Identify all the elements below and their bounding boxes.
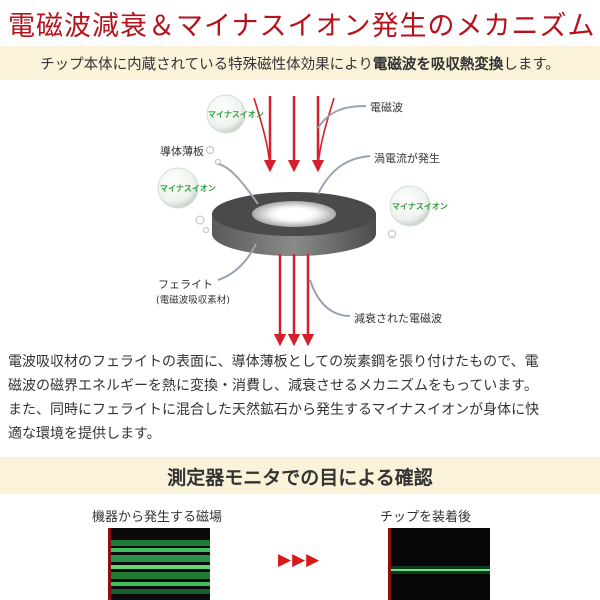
page-title: 電磁波減衰＆マイナスイオン発生のメカニズム [8, 11, 596, 42]
monitor-after-svg [388, 528, 490, 600]
label-conductor-film: 導体薄板 [160, 145, 204, 158]
wave-curve-right [317, 97, 335, 167]
noise-band-1 [108, 540, 210, 546]
subtitle: チップ本体に内蔵されている特殊磁性体効果により電磁波を吸収熱変換します。 [0, 53, 600, 74]
ion-bubble-3 [389, 185, 431, 227]
label-attenuated-wave: 減衰された電磁波 [354, 312, 442, 325]
monitor-after [388, 528, 490, 600]
ion-bubble-label-2: マイナスイオン [160, 184, 216, 193]
monitor-before-edge [108, 528, 111, 600]
subtitle-before: チップ本体に内蔵されている特殊磁性体効果により [40, 57, 373, 73]
transition-arrows: ▶▶▶ [278, 550, 321, 570]
leader-attenuated [309, 279, 351, 317]
leader-electromagnetic-wave [317, 105, 367, 129]
noise-band-2 [108, 548, 210, 552]
section-band [0, 457, 600, 494]
ion-bubble-small-4 [203, 227, 209, 233]
noise-band-6 [108, 582, 210, 586]
subtitle-bold: 電磁波を吸収熱変換 [372, 57, 504, 73]
label-ferrite-note: (電磁波吸収素材) [156, 295, 230, 306]
leader-ferrite [217, 243, 257, 281]
leader-eddy-current [317, 155, 371, 195]
leader-conductor-film [217, 163, 259, 205]
noise-band-4 [108, 565, 210, 569]
label-electromagnetic-wave: 電磁波 [370, 101, 403, 114]
ion-bubble-2 [157, 167, 199, 209]
ion-bubble-small-5 [388, 230, 396, 238]
ion-bubble-small-3 [195, 215, 205, 225]
noise-band-3 [108, 555, 210, 562]
ion-bubble-small-1 [206, 146, 214, 154]
description-line-3: また、同時にフェライトに混合した天然鉱石から発生するマイナスイオンが身体に快 [8, 402, 540, 418]
ion-bubble-label-3: マイナスイオン [392, 202, 448, 211]
label-ferrite: フェライト [158, 278, 213, 291]
ion-bubble-small-2 [215, 159, 221, 165]
eddy-ring-inner [276, 208, 312, 220]
after-caption: チップを装着後 [380, 510, 472, 525]
description-paragraph: 電波吸収材のフェライトの表面に、導体薄板としての炭素鋼を張り付けたもので、電 磁… [8, 350, 596, 446]
monitor-after-edge [388, 528, 391, 600]
mechanism-diagram: マイナスイオン マイナスイオン マイナスイオン 電磁波 導体薄板 渦電流が発生 … [0, 84, 600, 350]
section-title: 測定器モニタでの目による確認 [167, 467, 433, 489]
noise-band-7 [108, 589, 210, 594]
description-line-4: 適な環境を提供します。 [8, 426, 161, 442]
signal-line [388, 569, 490, 571]
before-caption: 機器から発生する磁場 [92, 510, 223, 525]
description-line-2: 磁波の磁界エネルギーを熱に変換・消費し、減衰させるメカニズムをもっています。 [8, 378, 538, 394]
monitor-before-svg [108, 528, 210, 600]
ion-bubble-label-1: マイナスイオン [208, 110, 264, 119]
ion-bubble-1 [206, 94, 246, 134]
monitor-before [108, 528, 210, 600]
label-eddy-current: 渦電流が発生 [374, 152, 440, 165]
noise-band-5 [108, 572, 210, 579]
diagram-svg [157, 94, 431, 347]
subtitle-after: します。 [503, 57, 560, 73]
subtitle-band [0, 46, 600, 80]
wave-curve-left [253, 97, 271, 167]
description-line-1: 電波吸収材のフェライトの表面に、導体薄板としての炭素鋼を張り付けたもので、電 [8, 354, 539, 370]
